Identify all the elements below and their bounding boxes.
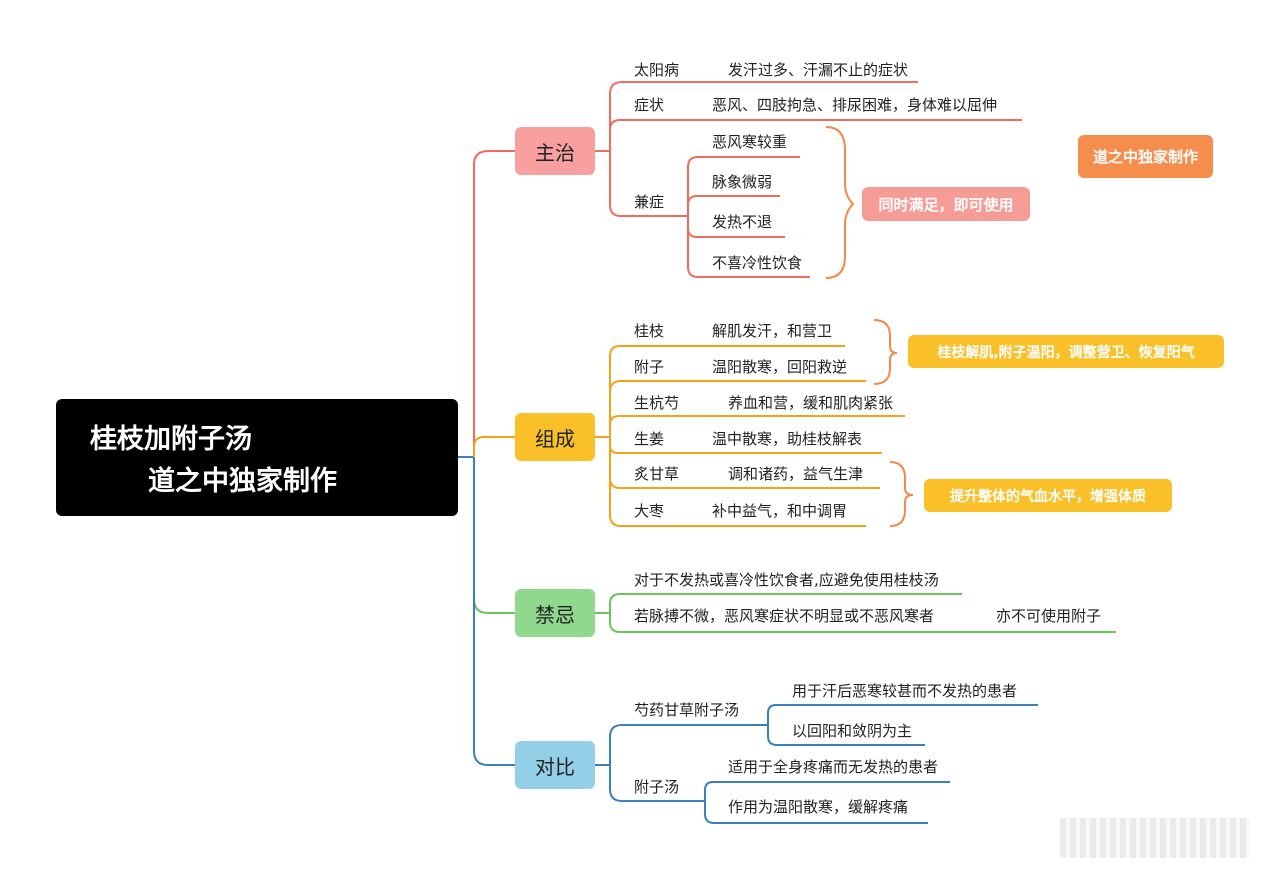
jinji-item: 若脉搏不微，恶风寒症状不明显或不恶风寒者 xyxy=(634,607,935,625)
zucheng-bracket-2 xyxy=(889,461,914,527)
branch-duibi[interactable]: 对比 xyxy=(515,741,595,789)
zhuzhi-item-label: 兼症 xyxy=(634,193,665,211)
branch-jinji[interactable]: 禁忌 xyxy=(515,589,595,637)
duibi-item-label: 附子汤 xyxy=(634,778,680,796)
zucheng-item-label: 生杭芍 xyxy=(634,394,680,412)
zhuzhi-sub-item: 恶风寒较重 xyxy=(712,133,788,151)
zucheng-item-desc: 解肌发汗，和营卫 xyxy=(712,322,833,340)
duibi-connectors xyxy=(595,704,1038,824)
zhuzhi-sub-item: 不喜冷性饮食 xyxy=(712,254,803,272)
zucheng-item-label: 生姜 xyxy=(634,430,665,448)
zucheng-item-desc: 养血和营，缓和肌肉紧张 xyxy=(728,394,894,412)
zhuzhi-item-desc: 恶风、四肢拘急、排尿困难，身体难以屈伸 xyxy=(712,96,998,114)
jinji-connectors xyxy=(595,593,1116,633)
zhuzhi-bracket xyxy=(825,126,855,279)
zucheng-item-label: 炙甘草 xyxy=(634,465,680,483)
zhuzhi-summary-note[interactable]: 同时满足，即可使用 xyxy=(862,187,1030,221)
trunk-duibi xyxy=(473,457,515,766)
root-subtitle: 道之中独家制作 xyxy=(148,466,337,497)
duibi-sub-item: 作用为温阳散寒，缓解疼痛 xyxy=(728,798,909,816)
duibi-item-label: 芍药甘草附子汤 xyxy=(634,701,740,719)
zhuzhi-item-label: 症状 xyxy=(634,96,665,114)
root-title: 桂枝加附子汤 xyxy=(90,424,252,455)
trunk-zucheng xyxy=(473,436,515,457)
duibi-sub-item: 以回阳和敛阴为主 xyxy=(792,722,913,740)
zucheng-item-desc: 调和诸药，益气生津 xyxy=(728,465,864,483)
jinji-item: 对于不发热或喜冷性饮食者,应避免使用桂枝汤 xyxy=(634,571,939,589)
zhuzhi-item-desc: 发汗过多、汗漏不止的症状 xyxy=(728,61,909,79)
branch-zucheng[interactable]: 组成 xyxy=(515,413,595,461)
trunk-jinji xyxy=(473,457,515,614)
duibi-sub-item: 适用于全身疼痛而无发热的患者 xyxy=(728,758,939,776)
zucheng-item-label: 桂枝 xyxy=(634,322,665,340)
zucheng-connectors xyxy=(595,345,905,527)
zucheng-bracket-1 xyxy=(873,319,898,385)
zucheng-item-label: 附子 xyxy=(634,358,665,376)
blurred-watermark xyxy=(1060,818,1250,858)
zucheng-item-desc: 温中散寒，助桂枝解表 xyxy=(712,430,863,448)
zucheng-summary-note-1[interactable]: 桂枝解肌,附子温阳，调整营卫、恢复阳气 xyxy=(908,335,1224,368)
duibi-sub-item: 用于汗后恶寒较甚而不发热的患者 xyxy=(792,682,1018,700)
zucheng-item-label: 大枣 xyxy=(634,502,665,520)
zhuzhi-connectors xyxy=(595,81,1022,278)
zucheng-item-desc: 温阳散寒，回阳救逆 xyxy=(712,358,848,376)
jinji-item: 亦不可使用附子 xyxy=(996,607,1102,625)
watermark-badge[interactable]: 道之中独家制作 xyxy=(1078,135,1213,178)
zhuzhi-sub-item: 脉象微弱 xyxy=(712,173,773,191)
trunk-zhuzhi xyxy=(473,150,515,457)
zucheng-item-desc: 补中益气，和中调胃 xyxy=(712,502,848,520)
zucheng-summary-note-2[interactable]: 提升整体的气血水平，增强体质 xyxy=(924,479,1172,512)
root-node[interactable]: 桂枝加附子汤 道之中独家制作 xyxy=(56,399,458,516)
zhuzhi-sub-item: 发热不退 xyxy=(712,213,773,231)
zhuzhi-item-label: 太阳病 xyxy=(634,61,680,79)
branch-zhuzhi[interactable]: 主治 xyxy=(515,127,595,175)
